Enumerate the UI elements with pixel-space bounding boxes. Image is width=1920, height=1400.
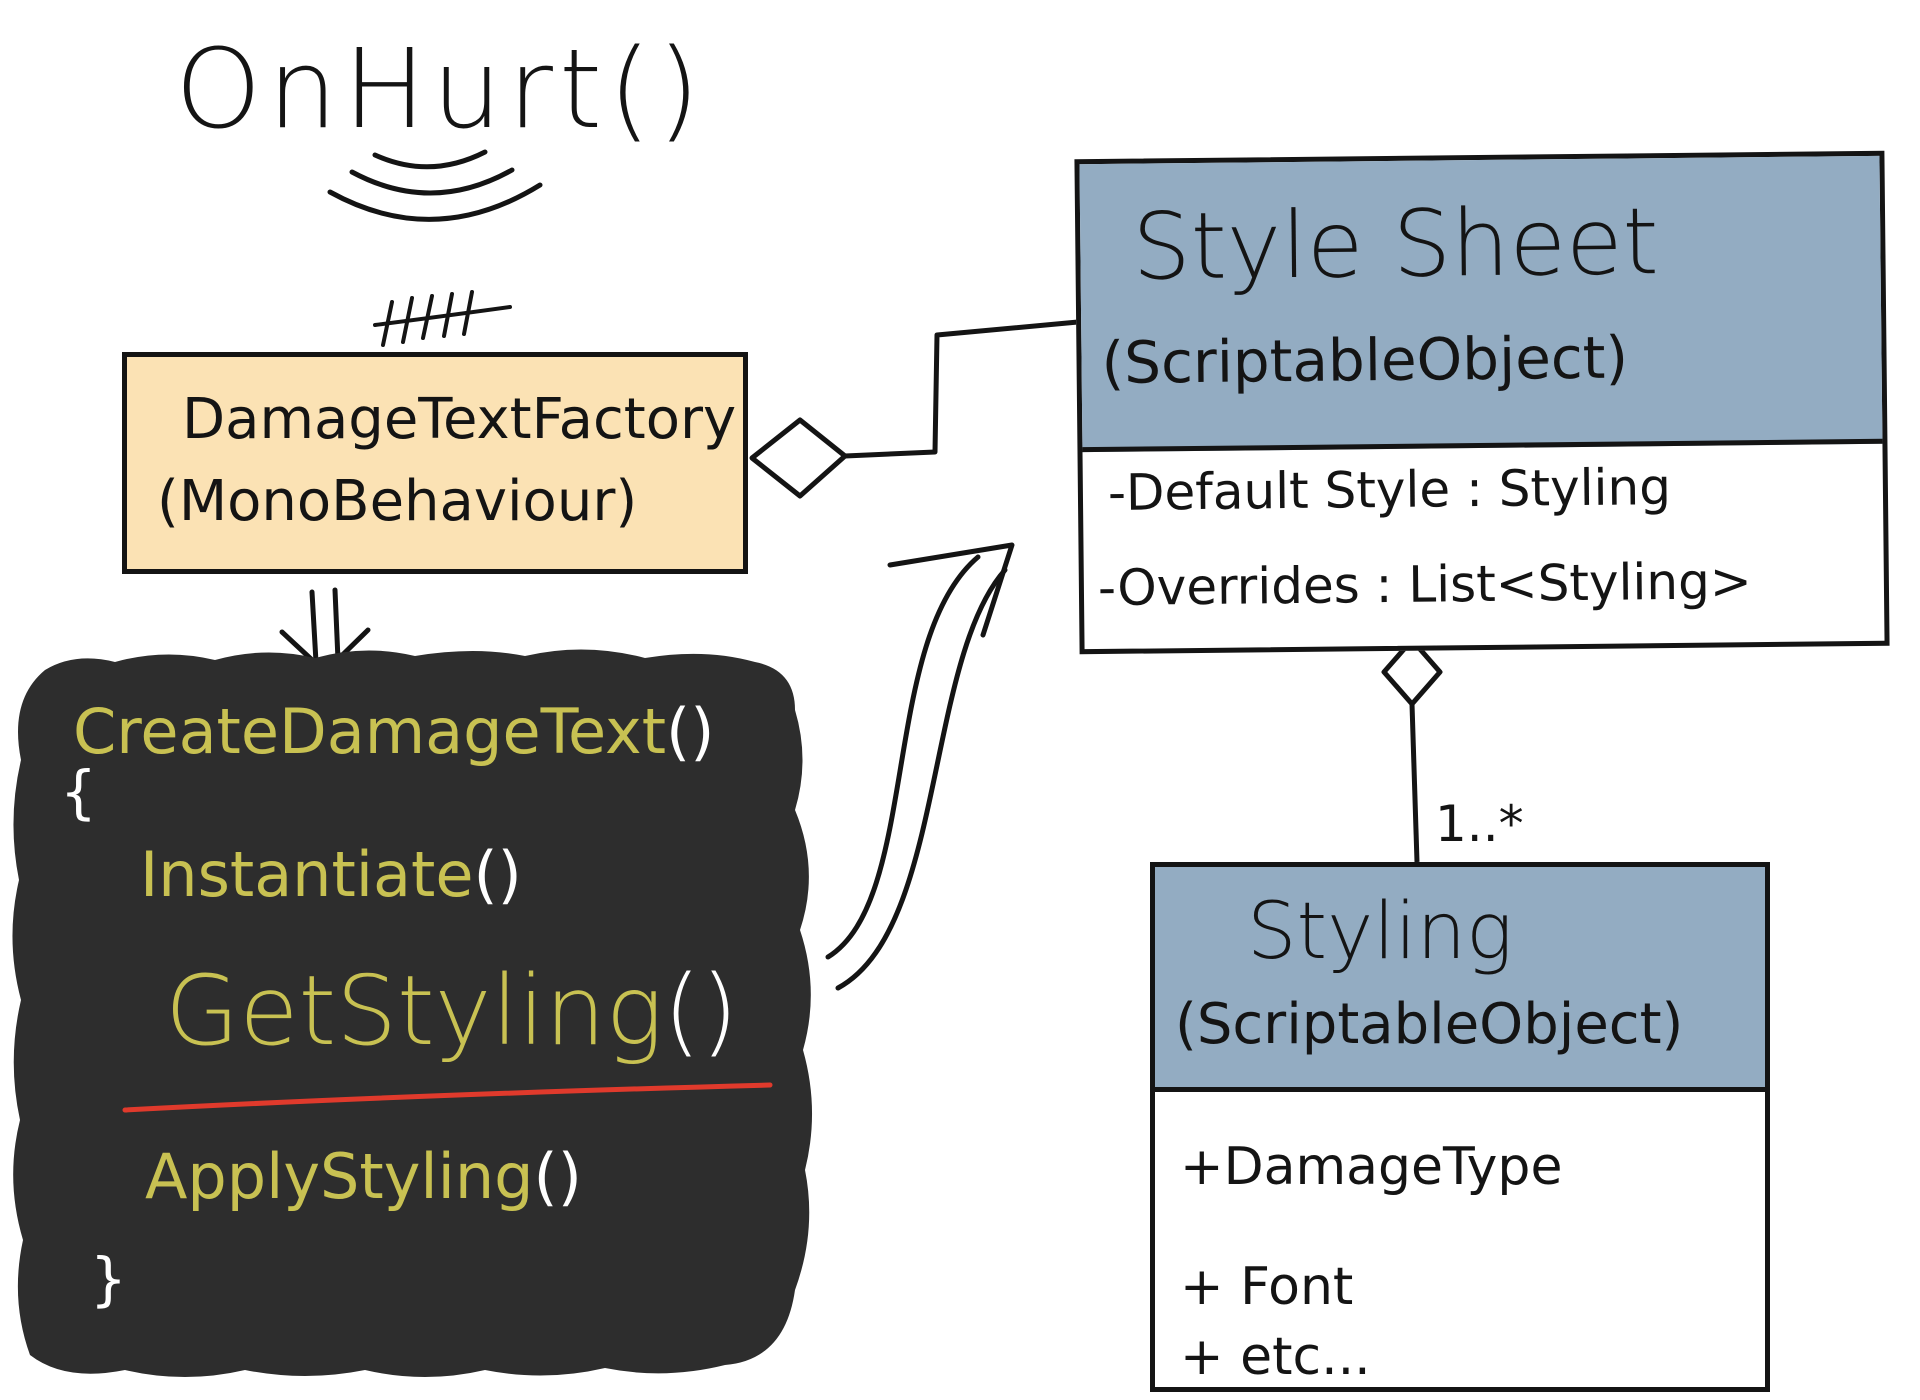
call-parens: () — [533, 1140, 582, 1213]
open-brace: { — [60, 758, 97, 826]
factory-class-stereotype: (MonoBehaviour) — [157, 469, 638, 534]
call-name: GetStyling — [165, 955, 664, 1067]
event-title: OnHurt() — [175, 25, 706, 153]
styling-class-box: Styling (ScriptableObject) +DamageType +… — [1150, 862, 1770, 1392]
code-line-method: CreateDamageText() — [73, 695, 714, 768]
stylesheet-class-stereotype: (ScriptableObject) — [1101, 323, 1629, 397]
code-block-shape — [12, 649, 813, 1377]
code-line-call: ApplyStyling() — [145, 1140, 582, 1213]
close-brace: } — [90, 1245, 127, 1313]
code-line-call: Instantiate() — [140, 838, 522, 911]
styling-class-name: Styling — [1247, 887, 1513, 977]
tally-marks-icon — [373, 290, 512, 347]
call-parens: () — [663, 955, 739, 1067]
styling-class-stereotype: (ScriptableObject) — [1175, 992, 1684, 1057]
factory-class-name: DamageTextFactory — [182, 387, 737, 452]
aggregation-connector-stylesheet-styling — [1381, 637, 1443, 863]
styling-attribute: +DamageType — [1180, 1137, 1563, 1197]
factory-class-box: DamageTextFactory (MonoBehaviour) — [122, 352, 748, 574]
styling-attribute: + Font — [1180, 1257, 1354, 1317]
lookup-arrow — [825, 542, 1015, 991]
code-line-call-highlighted: GetStyling() — [165, 955, 738, 1067]
highlight-underline — [122, 1082, 773, 1113]
aggregation-connector-factory-stylesheet — [749, 319, 1079, 499]
stylesheet-attribute: -Overrides : List<Styling> — [1097, 552, 1752, 618]
signal-waves-icon — [327, 149, 543, 222]
stylesheet-class-box: Style Sheet (ScriptableObject) -Default … — [1074, 150, 1890, 655]
call-name: ApplyStyling — [145, 1140, 534, 1213]
method-name: CreateDamageText — [73, 695, 667, 768]
code-block: CreateDamageText() { Instantiate() GetSt… — [5, 640, 825, 1385]
call-name: Instantiate — [140, 838, 474, 911]
multiplicity-label: 1..* — [1435, 795, 1524, 853]
call-parens: () — [473, 838, 522, 911]
styling-header: Styling (ScriptableObject) — [1155, 867, 1765, 1092]
method-parens: () — [666, 695, 715, 768]
stylesheet-class-name: Style Sheet — [1131, 188, 1660, 301]
stylesheet-attribute: -Default Style : Styling — [1107, 458, 1672, 522]
stylesheet-header: Style Sheet (ScriptableObject) — [1079, 155, 1883, 453]
code-block-background — [12, 649, 813, 1377]
styling-attribute: + etc... — [1180, 1327, 1371, 1387]
